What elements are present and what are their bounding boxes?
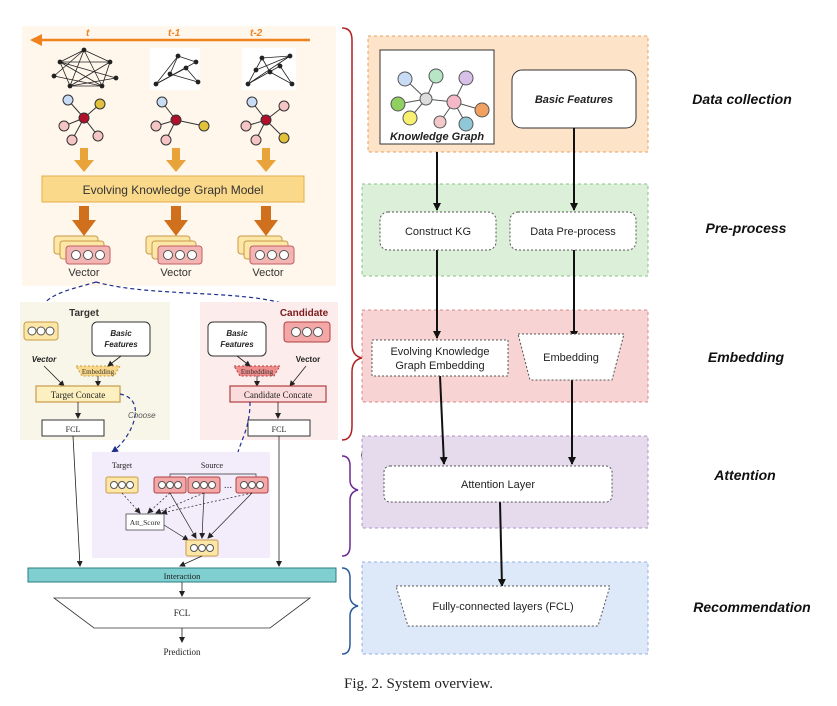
brown-arrows-to-vectors <box>72 206 278 236</box>
candidate-title: Candidate <box>280 308 329 319</box>
target-basic-features-box <box>91 321 151 357</box>
target-vector <box>23 321 59 341</box>
knowledge-graph-icon <box>390 68 490 132</box>
target-embedding-label: Embedding <box>82 368 115 376</box>
vector-label-2: Vector <box>160 267 192 279</box>
embedding-trapezoid <box>517 333 625 381</box>
ekg-model-box <box>41 175 305 203</box>
target-embedding-shape <box>75 365 121 377</box>
final-fcl-label: FCL <box>174 608 191 618</box>
time-label-t-2: t-2 <box>250 28 263 39</box>
small-kg-t <box>58 94 106 146</box>
construct-kg-label: Construct KG <box>405 226 471 238</box>
candidate-basic-features-line2: Features <box>220 340 254 349</box>
att-source-label: Source <box>201 461 224 470</box>
target-basic-features-line1: Basic <box>110 329 132 338</box>
choose-dashed-arrow <box>111 393 136 453</box>
att-score-label: Att_Score <box>130 518 161 527</box>
right-flow-arrows <box>433 128 578 587</box>
small-kg-t-2 <box>240 96 290 146</box>
ekg-embedding-label-line2: Graph Embedding <box>395 360 484 372</box>
candidate-vector <box>283 321 331 343</box>
interaction-label: Interaction <box>164 571 202 581</box>
basic-features-label: Basic Features <box>535 94 613 106</box>
attention-layer-box <box>383 465 613 503</box>
att-score-box <box>125 513 165 531</box>
fcl-trapezoid <box>395 585 611 627</box>
att-ellipsis: ... <box>224 480 232 491</box>
stage-label-recommendation: Recommendation <box>693 599 810 615</box>
target-vector-label: Vector <box>32 355 57 364</box>
ekg-model-label: Evolving Knowledge Graph Model <box>83 183 264 197</box>
final-fcl-trapezoid <box>52 597 312 629</box>
vector-label-3: Vector <box>252 267 284 279</box>
embedding-label: Embedding <box>543 352 599 364</box>
target-fcl-label: FCL <box>66 425 81 434</box>
att-target-label: Target <box>112 461 133 470</box>
brace-attention-group <box>341 455 359 557</box>
stage-label-data-collection: Data collection <box>692 91 792 107</box>
orange-arrows-to-model <box>74 148 276 172</box>
candidate-vector-label: Vector <box>296 355 320 364</box>
brace-embedding-group <box>341 27 363 441</box>
stage-label-attention: Attention <box>713 467 775 483</box>
target-title: Target <box>69 308 99 319</box>
ekg-embedding-label-line1: Evolving Knowledge <box>390 346 489 358</box>
time-label-t-1: t-1 <box>168 28 181 39</box>
att-target-vector <box>105 476 139 494</box>
candidate-fcl-label: FCL <box>272 425 287 434</box>
candidate-concate-label: Candidate Concate <box>244 390 312 400</box>
data-preprocess-label: Data Pre-process <box>530 226 616 238</box>
time-arrow-head <box>30 34 42 46</box>
target-concate-label: Target Concate <box>51 390 105 400</box>
small-kg-t-1 <box>150 96 210 146</box>
candidate-basic-features-box <box>207 321 267 357</box>
att-connectors <box>121 492 253 541</box>
fcl-label: Fully-connected layers (FCL) <box>432 601 573 613</box>
network-graph-t-2 <box>242 48 296 90</box>
target-basic-features-line2: Features <box>104 340 138 349</box>
att-source-vectors <box>153 476 269 494</box>
vector-stack-1 <box>53 235 111 265</box>
vector-stack-3 <box>237 235 295 265</box>
candidate-basic-features-line1: Basic <box>226 329 248 338</box>
ekg-embedding-box <box>371 339 509 377</box>
network-graph-t <box>51 47 119 89</box>
construct-kg-box <box>379 211 497 251</box>
choose-label: Choose <box>128 411 156 420</box>
stage-label-embedding: Embedding <box>708 349 785 365</box>
vector-stack-2 <box>145 235 203 265</box>
prediction-label: Prediction <box>164 647 201 657</box>
att-output-vector <box>185 539 219 557</box>
candidate-embedding-label: Embedding <box>241 368 274 376</box>
figure-caption: Fig. 2. System overview. <box>343 676 494 692</box>
attention-layer-label: Attention Layer <box>461 479 535 491</box>
stage-label-pre-process: Pre-process <box>706 220 787 236</box>
brace-recommendation-group <box>341 567 359 655</box>
network-graph-t-1 <box>150 48 201 90</box>
data-preprocess-box <box>509 211 637 251</box>
candidate-embedding-shape <box>233 365 281 377</box>
time-label-t: t <box>86 28 90 39</box>
knowledge-graph-label: Knowledge Graph <box>390 131 484 143</box>
vector-label-1: Vector <box>68 267 100 279</box>
